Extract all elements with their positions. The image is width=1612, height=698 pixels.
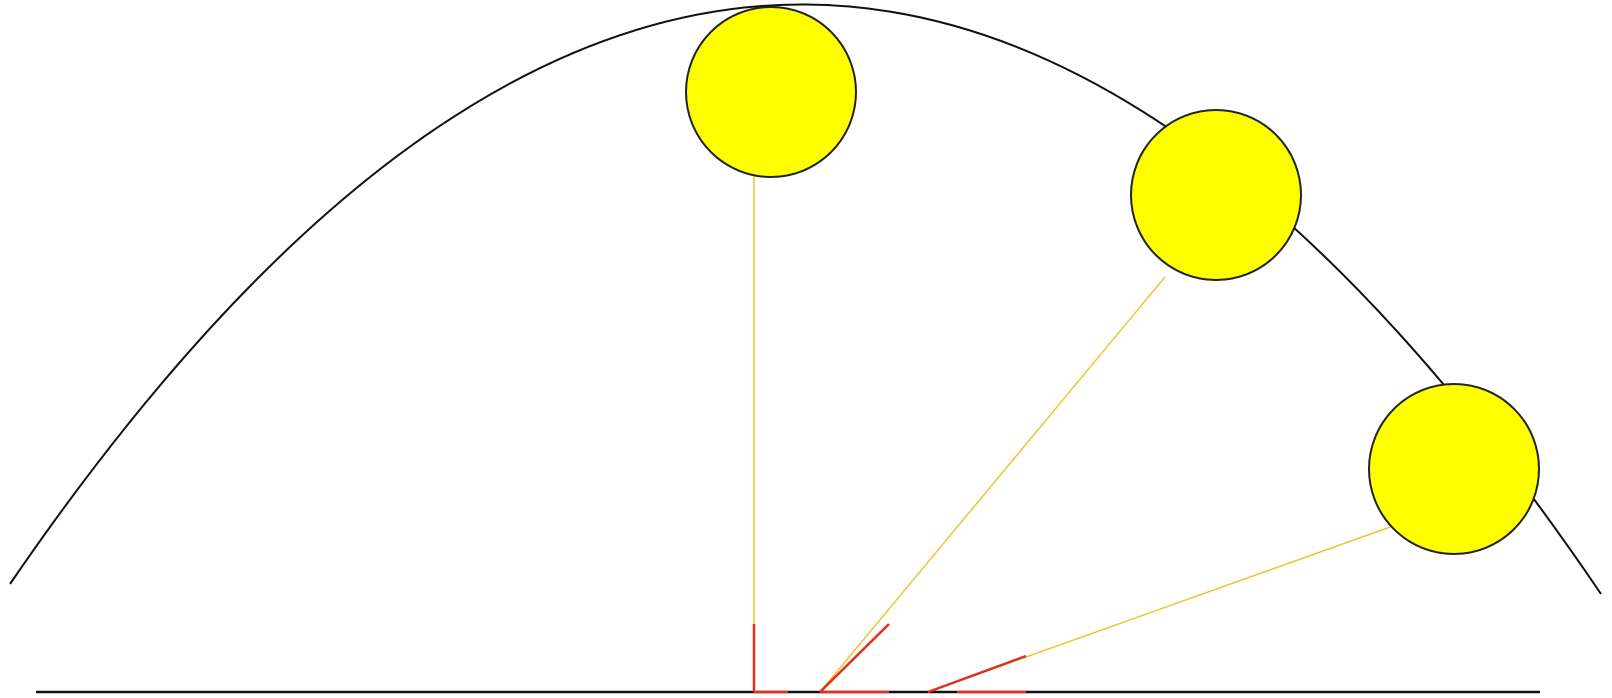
sun-low	[1369, 384, 1539, 554]
sun-overhead	[686, 7, 856, 177]
sun-ray-mid	[820, 277, 1165, 692]
sun-mid	[1131, 110, 1301, 280]
incidence-marker-low	[928, 656, 1026, 692]
incidence-marker-mid	[820, 624, 889, 692]
